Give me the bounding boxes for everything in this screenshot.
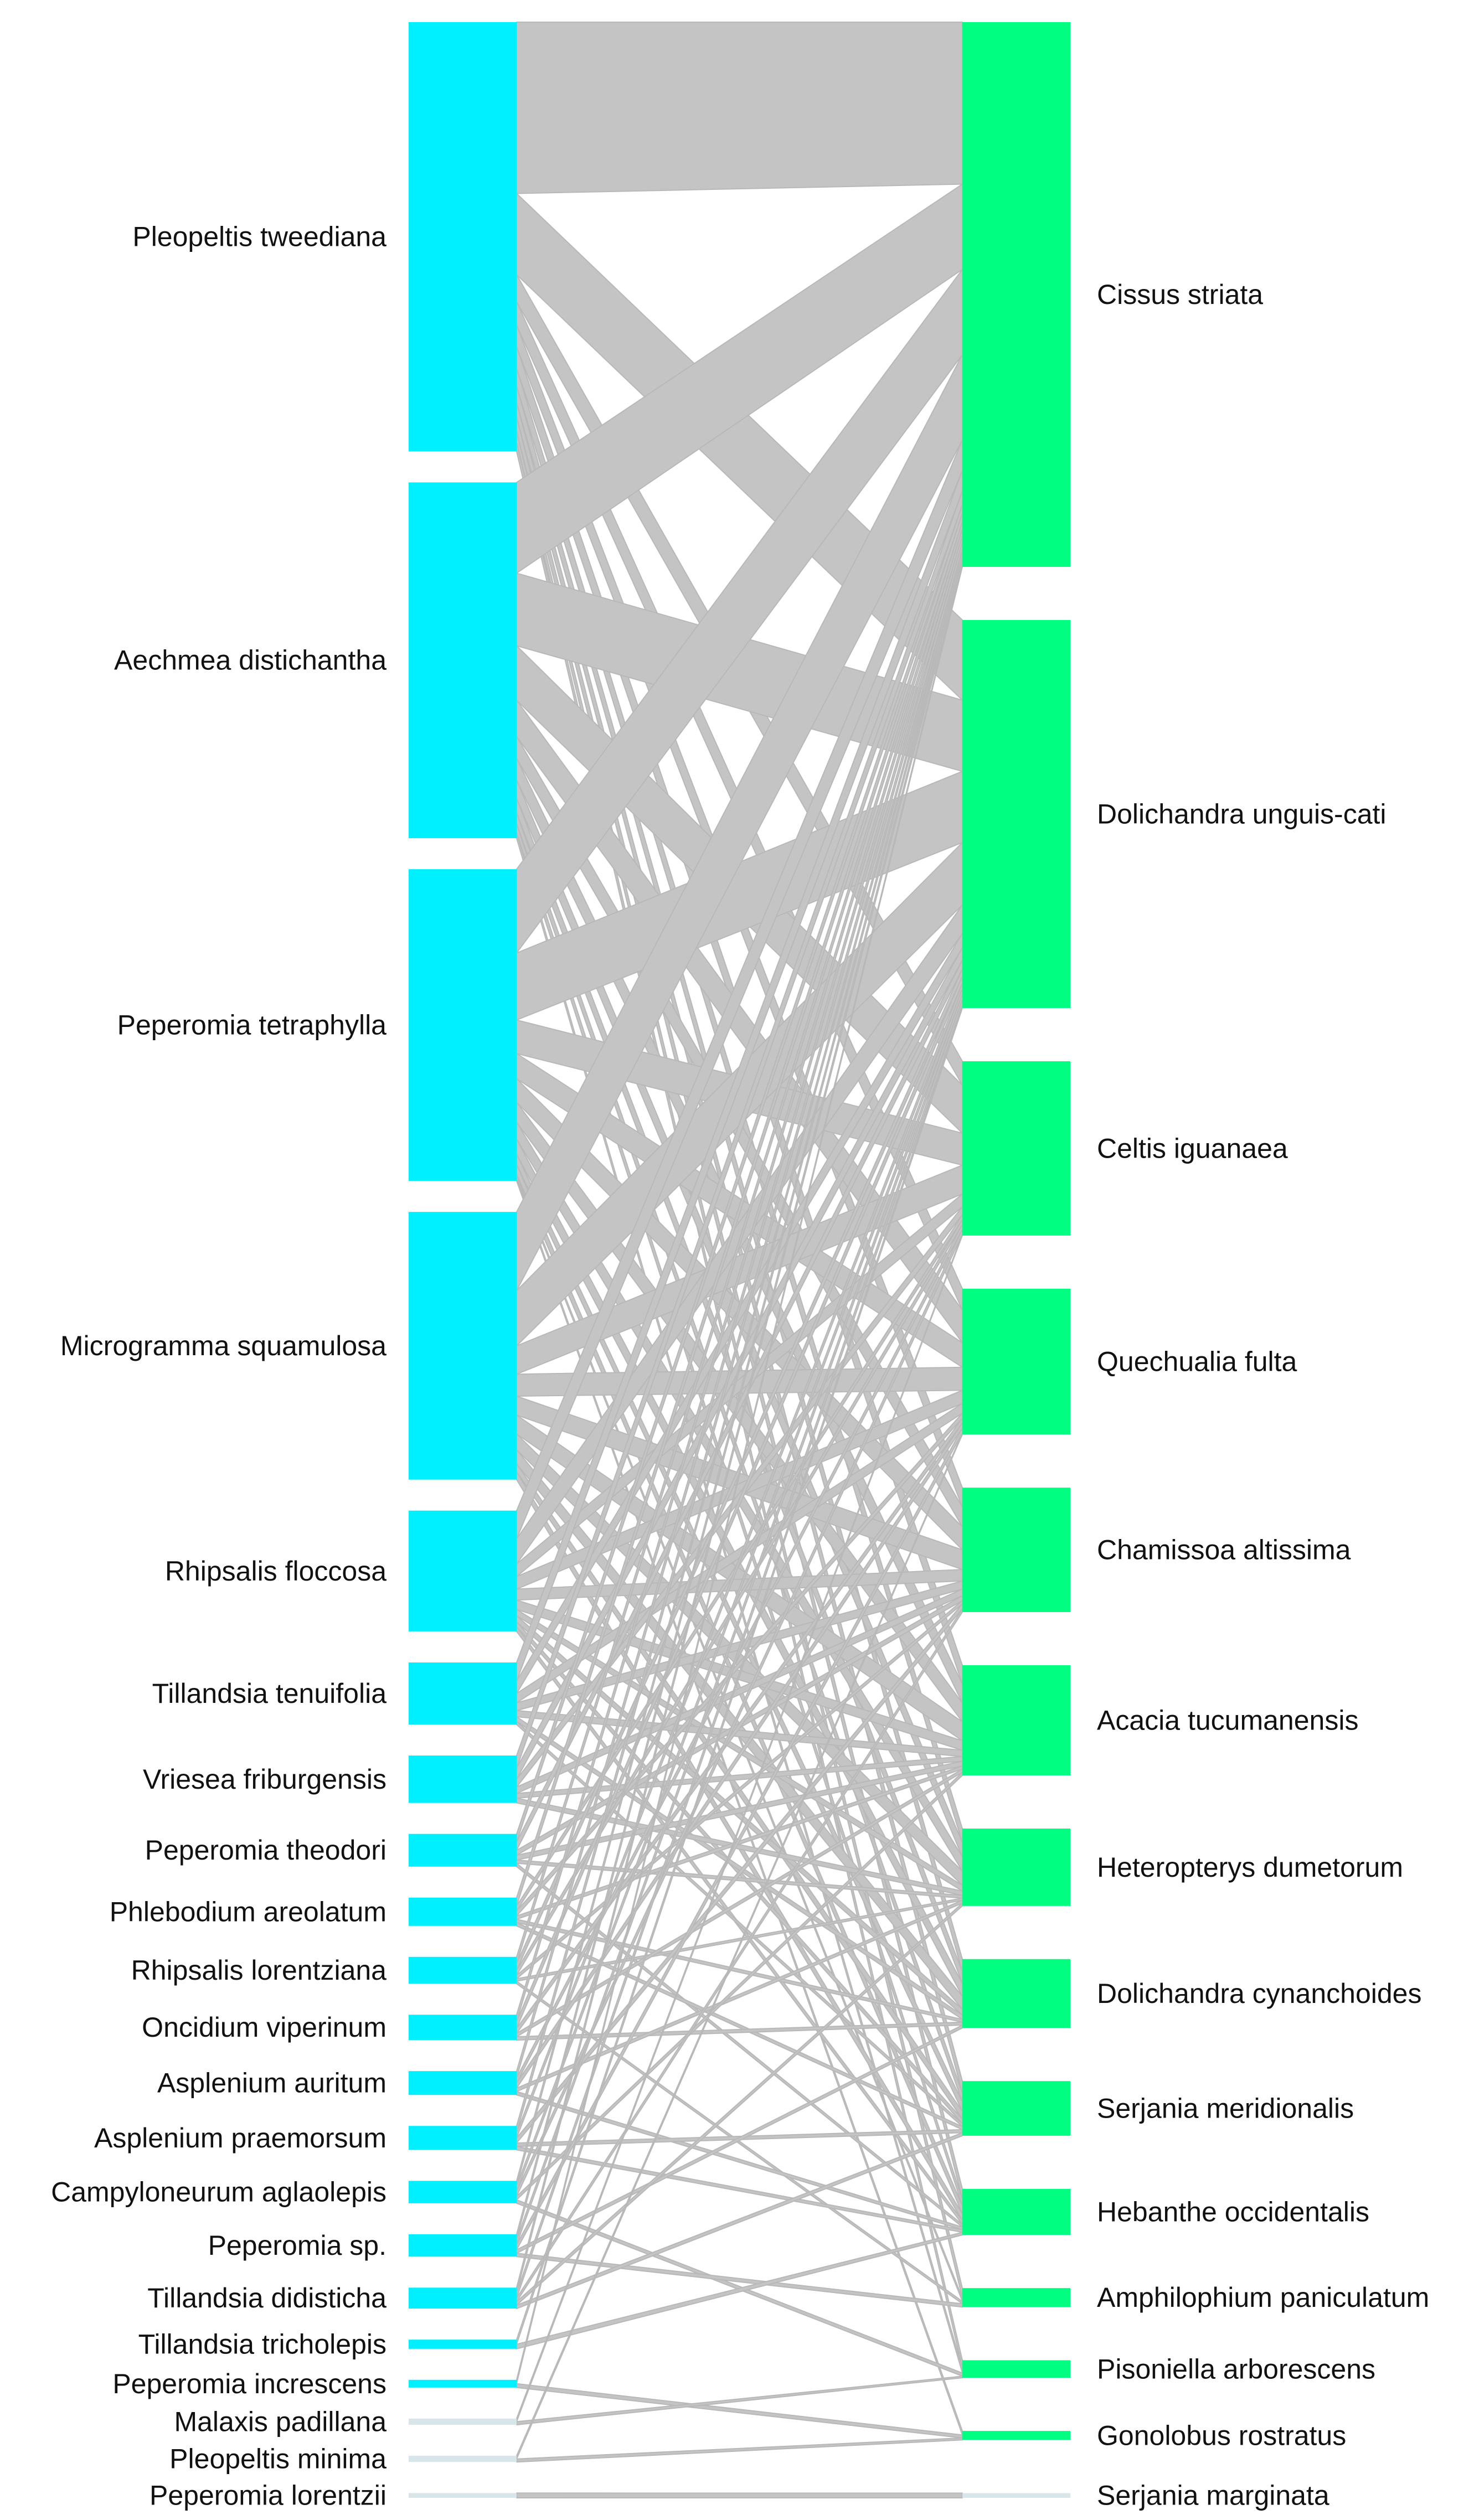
right-node-bar bbox=[962, 2081, 1070, 2136]
right-node-bar bbox=[962, 2188, 1070, 2235]
link-L19-R12 bbox=[516, 2437, 963, 2463]
right-node-label: Amphilophium paniculatum bbox=[1097, 2282, 1429, 2313]
left-node-label: Microgramma squamulosa bbox=[60, 1330, 386, 1361]
left-node-label: Oncidium viperinum bbox=[142, 2012, 386, 2043]
left-node-label: Aechmea distichantha bbox=[114, 645, 386, 676]
left-node-label: Pleopeltis tweediana bbox=[132, 221, 386, 252]
right-node-bar bbox=[962, 1061, 1070, 1236]
left-node-bar bbox=[409, 1755, 517, 1803]
left-node-bar bbox=[409, 869, 517, 1181]
right-node-label: Pisoniella arborescens bbox=[1097, 2353, 1375, 2384]
left-node-label: Rhipsalis floccosa bbox=[165, 1556, 386, 1587]
right-node-bar bbox=[962, 1959, 1070, 2028]
left-node-bar bbox=[409, 1956, 517, 1984]
right-node-bar bbox=[962, 1829, 1070, 1906]
right-node-label: Dolichandra unguis-cati bbox=[1097, 799, 1387, 830]
link-L0-R0 bbox=[516, 22, 963, 194]
right-node-label: Cissus striata bbox=[1097, 279, 1263, 310]
right-node-label: Dolichandra cynanchoides bbox=[1097, 1978, 1421, 2009]
right-node-bar bbox=[962, 1665, 1070, 1775]
left-node-label: Rhipsalis lorentziana bbox=[131, 1955, 387, 1986]
right-node-label: Serjania marginata bbox=[1097, 2480, 1329, 2511]
right-node-bar bbox=[962, 2288, 1070, 2307]
right-node-label: Celtis iguanaea bbox=[1097, 1133, 1288, 1164]
left-node-label: Peperomia increscens bbox=[112, 2368, 386, 2399]
left-node-label: Campyloneurum aglaolepis bbox=[51, 2177, 386, 2208]
left-node-bar bbox=[409, 2126, 517, 2150]
right-node-bar bbox=[962, 2431, 1070, 2440]
left-node-bar bbox=[409, 2234, 517, 2257]
link-L16-R9 bbox=[516, 2232, 963, 2349]
right-node-bar bbox=[962, 22, 1070, 567]
right-node-label: Quechualia fulta bbox=[1097, 1346, 1297, 1377]
link-L17-R12 bbox=[516, 2383, 963, 2439]
right-node-bar bbox=[962, 1288, 1070, 1435]
left-node-bar bbox=[409, 2287, 517, 2309]
left-node-label: Phlebodium areolatum bbox=[110, 1896, 386, 1927]
left-node-bar bbox=[409, 22, 517, 452]
left-node-bar bbox=[409, 2071, 517, 2095]
left-node-label: Asplenium praemorsum bbox=[94, 2123, 386, 2154]
left-node-bar bbox=[409, 2015, 517, 2041]
left-node-bar bbox=[409, 2418, 517, 2425]
right-node-label: Hebanthe occidentalis bbox=[1097, 2197, 1369, 2228]
right-node-label: Acacia tucumanensis bbox=[1097, 1705, 1358, 1736]
left-node-label: Vriesea friburgensis bbox=[143, 1764, 386, 1795]
left-node-label: Tillandsia tenuifolia bbox=[152, 1678, 387, 1709]
left-node-label: Peperomia sp. bbox=[208, 2230, 386, 2261]
link-L20-R13 bbox=[516, 2492, 963, 2498]
left-node-label: Pleopeltis minima bbox=[169, 2444, 386, 2475]
right-node-label: Chamissoa altissima bbox=[1097, 1535, 1351, 1566]
right-node-label: Gonolobus rostratus bbox=[1097, 2420, 1346, 2451]
left-node-bar bbox=[409, 1834, 517, 1867]
right-node-label: Serjania meridionalis bbox=[1097, 2093, 1354, 2124]
left-node-bar bbox=[409, 482, 517, 839]
left-node-label: Peperomia lorentzii bbox=[150, 2480, 386, 2511]
link-L18-R11 bbox=[516, 2376, 963, 2425]
right-node-bar bbox=[962, 2360, 1070, 2378]
left-node-label: Tillandsia didisticha bbox=[147, 2283, 386, 2314]
left-node-label: Malaxis padillana bbox=[174, 2406, 386, 2437]
left-node-bar bbox=[409, 1510, 517, 1631]
left-node-bar bbox=[409, 2340, 517, 2349]
left-node-bar bbox=[409, 1662, 517, 1725]
left-node-label: Asplenium auritum bbox=[157, 2068, 386, 2099]
left-node-bar bbox=[409, 2181, 517, 2203]
left-node-bar bbox=[409, 2379, 517, 2388]
right-node-bar bbox=[962, 2493, 1070, 2498]
left-node-bar bbox=[409, 1897, 517, 1926]
left-node-label: Tillandsia tricholepis bbox=[138, 2329, 386, 2360]
right-node-bar bbox=[962, 620, 1070, 1008]
interaction-links bbox=[516, 22, 963, 2498]
right-node-label: Heteropterys dumetorum bbox=[1097, 1852, 1403, 1883]
left-node-label: Peperomia theodori bbox=[145, 1835, 386, 1866]
left-node-bar bbox=[409, 2456, 517, 2462]
left-node-bar bbox=[409, 2493, 517, 2498]
right-node-bar bbox=[962, 1488, 1070, 1612]
left-node-bar bbox=[409, 1212, 517, 1480]
left-node-label: Peperomia tetraphylla bbox=[117, 1010, 387, 1041]
